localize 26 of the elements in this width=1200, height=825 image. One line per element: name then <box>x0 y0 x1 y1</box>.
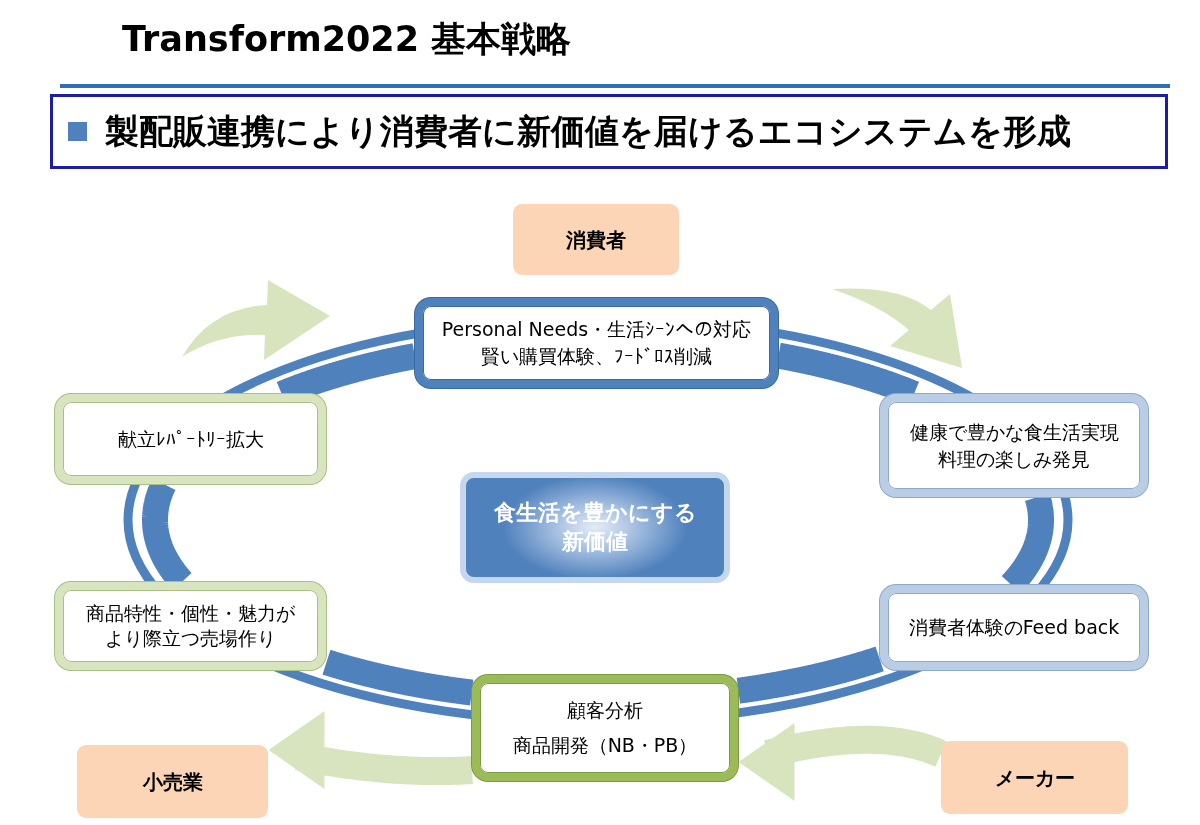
actor-label: 小売業 <box>142 768 203 795</box>
stage-box <box>55 394 326 484</box>
actor-box <box>77 745 268 818</box>
core-value-text: 食生活を豊かにする新価値 <box>492 498 698 556</box>
box-text: 消費者体験のFeed back <box>908 615 1120 640</box>
box-text: Personal Needs・生活ｼｰﾝへの対応 <box>441 317 752 342</box>
headline-banner <box>50 94 1168 169</box>
headline-text: 製配販連携により消費者に新価値を届けるエコシステムを形成 <box>105 110 1071 154</box>
actor-label: メーカー <box>994 764 1075 791</box>
box-text: 賢い購買体験、ﾌｰﾄﾞﾛｽ削減 <box>481 344 712 369</box>
box-text: 献立ﾚﾊﾟｰﾄﾘｰ拡大 <box>117 426 264 452</box>
page-title: Transform2022 基本戦略 <box>122 18 572 61</box>
stage-box <box>880 394 1148 497</box>
stage-box <box>472 675 738 781</box>
core-value-box <box>460 472 730 583</box>
box-text: 商品開発（NB・PB） <box>512 733 698 758</box>
actor-label: 消費者 <box>566 226 626 253</box>
box-text: 料理の楽しみ発見 <box>938 446 1090 472</box>
box-text: 健康で豊かな食生活実現 <box>909 419 1119 445</box>
box-text: 商品特性・個性・魅力がより際立つ売場作り <box>85 601 296 651</box>
stage-box <box>880 585 1148 670</box>
actor-box <box>513 204 679 275</box>
actor-box <box>941 741 1128 814</box>
stage-box <box>55 582 326 670</box>
stage-box <box>415 298 778 388</box>
box-text: 顧客分析 <box>567 698 643 723</box>
